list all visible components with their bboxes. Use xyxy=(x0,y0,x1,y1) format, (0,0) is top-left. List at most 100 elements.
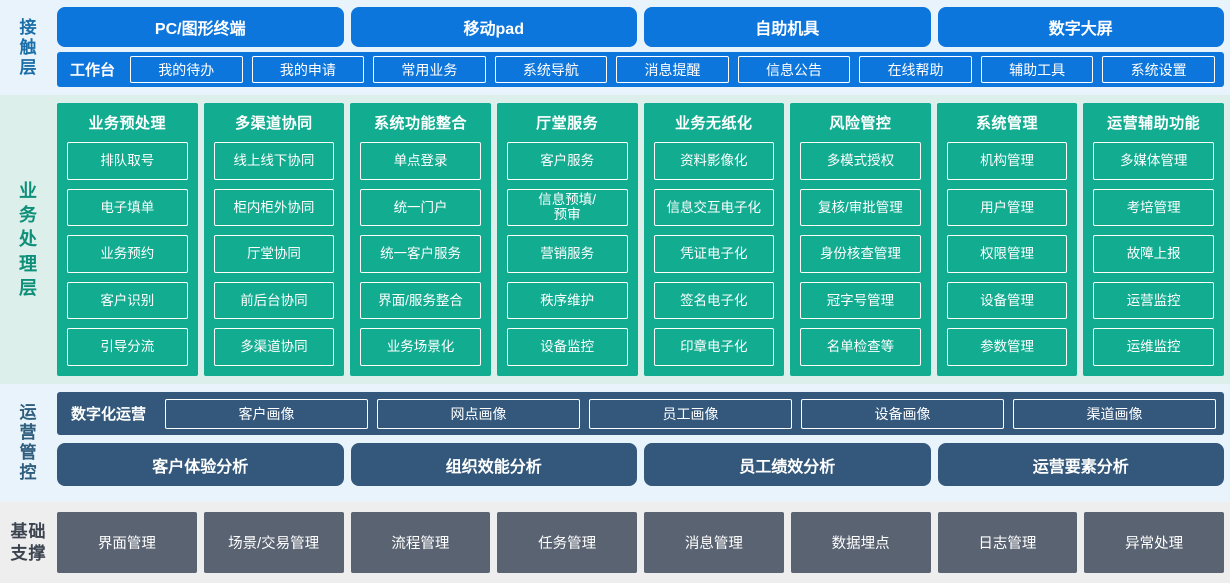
workbench-item-info-announcement[interactable]: 信息公告 xyxy=(737,56,851,83)
workbench-item-message-alert[interactable]: 消息提醒 xyxy=(616,56,729,83)
biz-item-identity-verification-mgmt[interactable]: 身份核查管理 xyxy=(800,235,921,273)
biz-item-training-management[interactable]: 考培管理 xyxy=(1093,188,1214,227)
workbench-item-aux-tools[interactable]: 辅助工具 xyxy=(980,56,1094,83)
biz-item-queue-ticket[interactable]: 排队取号 xyxy=(67,142,188,180)
channel-card-self-service[interactable]: 自助机具 xyxy=(644,7,931,47)
digital-operations-bar: 数字化运营 客户画像 网点画像 员工画像 设备画像 渠道画像 xyxy=(57,392,1224,435)
biz-item-ui-service-integration[interactable]: 界面/服务整合 xyxy=(360,281,481,320)
business-column-paperless: 业务无纸化 资料影像化 信息交互电子化 凭证电子化 签名电子化 印章电子化 xyxy=(643,103,785,376)
layer-business-label-char-0: 业 xyxy=(19,180,38,201)
analysis-organization-efficiency[interactable]: 组织效能分析 xyxy=(350,443,637,486)
analysis-customer-experience[interactable]: 客户体验分析 xyxy=(57,443,344,486)
portrait-branch[interactable]: 网点画像 xyxy=(377,398,581,429)
biz-item-maintenance-monitoring[interactable]: 运维监控 xyxy=(1093,328,1214,366)
biz-item-e-form[interactable]: 电子填单 xyxy=(67,188,188,227)
workbench-item-online-help[interactable]: 在线帮助 xyxy=(859,56,972,83)
portrait-employee[interactable]: 员工画像 xyxy=(589,398,793,429)
layer-contact-label: 接 触 层 xyxy=(0,7,57,89)
business-column-multichannel-collaboration: 多渠道协同 线上线下协同 柜内柜外协同 厅堂协同 前后台协同 多渠道协同 xyxy=(203,103,345,376)
business-column-pre-processing: 业务预处理 排队取号 电子填单 业务预约 客户识别 引导分流 xyxy=(57,103,198,376)
biz-item-operation-monitoring[interactable]: 运营监控 xyxy=(1093,281,1214,320)
base-item-process-management[interactable]: 流程管理 xyxy=(350,512,491,573)
biz-item-device-management[interactable]: 设备管理 xyxy=(946,281,1068,320)
workbench-item-system-navigation[interactable]: 系统导航 xyxy=(494,56,608,83)
channel-card-mobile-pad[interactable]: 移动pad xyxy=(350,7,637,47)
biz-item-review-approval-mgmt[interactable]: 复核/审批管理 xyxy=(800,188,921,227)
business-column-operation-support: 运营辅助功能 多媒体管理 考培管理 故障上报 运营监控 运维监控 xyxy=(1083,103,1224,376)
portrait-channel[interactable]: 渠道画像 xyxy=(1013,398,1217,429)
biz-item-front-back-collab[interactable]: 前后台协同 xyxy=(213,281,335,320)
base-item-scenario-transaction-management[interactable]: 场景/交易管理 xyxy=(203,512,344,573)
workbench-item-my-todo[interactable]: 我的待办 xyxy=(130,56,243,83)
layer-base-support-label-line-0: 基础 xyxy=(10,522,47,542)
biz-item-info-exchange-electronic[interactable]: 信息交互电子化 xyxy=(653,188,775,227)
biz-item-device-monitoring[interactable]: 设备监控 xyxy=(506,328,628,366)
channel-card-digital-screen[interactable]: 数字大屏 xyxy=(937,7,1224,47)
biz-item-marketing-service[interactable]: 营销服务 xyxy=(506,235,628,273)
biz-item-seal-electronic[interactable]: 印章电子化 xyxy=(653,328,775,366)
biz-item-unified-customer-service[interactable]: 统一客户服务 xyxy=(360,235,481,273)
workbench-item-system-settings[interactable]: 系统设置 xyxy=(1102,56,1215,83)
biz-item-online-offline-collab[interactable]: 线上线下协同 xyxy=(213,142,335,180)
biz-item-permission-management[interactable]: 权限管理 xyxy=(946,235,1068,273)
column-items: 多模式授权 复核/审批管理 身份核查管理 冠字号管理 名单检查等 xyxy=(800,142,921,366)
layer-business-label-char-3: 理 xyxy=(19,253,38,274)
portrait-customer[interactable]: 客户画像 xyxy=(165,398,369,429)
layer-base-support-label: 基础 支撑 xyxy=(0,512,57,573)
biz-item-signature-electronic[interactable]: 签名电子化 xyxy=(653,281,775,320)
biz-item-user-management[interactable]: 用户管理 xyxy=(946,188,1068,227)
biz-item-multimedia-management[interactable]: 多媒体管理 xyxy=(1093,142,1214,180)
base-item-message-management[interactable]: 消息管理 xyxy=(644,512,784,573)
column-items: 客户服务 信息预填/预审 营销服务 秩序维护 设备监控 xyxy=(506,142,628,366)
portrait-device[interactable]: 设备画像 xyxy=(801,398,1005,429)
column-items: 机构管理 用户管理 权限管理 设备管理 参数管理 xyxy=(946,142,1068,366)
biz-item-counter-inout-collab[interactable]: 柜内柜外协同 xyxy=(213,188,335,227)
biz-item-list-check[interactable]: 名单检查等 xyxy=(800,328,921,366)
base-item-task-management[interactable]: 任务管理 xyxy=(497,512,637,573)
biz-item-document-imaging[interactable]: 资料影像化 xyxy=(653,142,775,180)
biz-item-serial-number-mgmt[interactable]: 冠字号管理 xyxy=(800,281,921,320)
column-items: 单点登录 统一门户 统一客户服务 界面/服务整合 业务场景化 xyxy=(360,142,481,366)
workbench-item-common-business[interactable]: 常用业务 xyxy=(373,56,486,83)
column-items: 排队取号 电子填单 业务预约 客户识别 引导分流 xyxy=(67,142,188,366)
biz-item-parameter-management[interactable]: 参数管理 xyxy=(946,328,1068,366)
biz-item-customer-identification[interactable]: 客户识别 xyxy=(67,281,188,320)
channel-card-pc[interactable]: PC/图形终端 xyxy=(57,7,344,47)
biz-item-customer-service[interactable]: 客户服务 xyxy=(506,142,628,180)
layer-operations-label-char-2: 管 xyxy=(19,443,38,462)
channel-row: PC/图形终端 移动pad 自助机具 数字大屏 xyxy=(57,7,1224,47)
layer-contact: 接 触 层 PC/图形终端 移动pad 自助机具 数字大屏 工作台 我的待办 我… xyxy=(0,0,1230,95)
biz-item-unified-portal[interactable]: 统一门户 xyxy=(360,188,481,227)
biz-item-guide-diversion[interactable]: 引导分流 xyxy=(67,328,188,366)
column-title: 业务预处理 xyxy=(88,115,167,132)
base-item-exception-handling[interactable]: 异常处理 xyxy=(1084,512,1224,573)
column-items: 多媒体管理 考培管理 故障上报 运营监控 运维监控 xyxy=(1093,142,1214,366)
layer-contact-label-char-2: 层 xyxy=(19,58,38,78)
workbench-item-my-application[interactable]: 我的申请 xyxy=(251,56,365,83)
base-item-log-management[interactable]: 日志管理 xyxy=(937,512,1078,573)
base-item-ui-management[interactable]: 界面管理 xyxy=(57,512,197,573)
layer-base-support-body: 界面管理 场景/交易管理 流程管理 任务管理 消息管理 数据埋点 日志管理 异常… xyxy=(57,512,1224,573)
biz-item-multimode-authorization[interactable]: 多模式授权 xyxy=(800,142,921,180)
column-title: 业务无纸化 xyxy=(675,115,753,132)
column-title: 厅堂服务 xyxy=(536,115,599,132)
biz-item-org-management[interactable]: 机构管理 xyxy=(946,142,1068,180)
biz-item-hall-collab[interactable]: 厅堂协同 xyxy=(213,235,335,273)
column-title: 运营辅助功能 xyxy=(1107,115,1201,132)
analysis-operation-factor[interactable]: 运营要素分析 xyxy=(937,443,1224,486)
biz-item-prefill-prereview[interactable]: 信息预填/预审 xyxy=(506,188,628,227)
biz-item-multichannel-collab[interactable]: 多渠道协同 xyxy=(213,328,335,366)
layer-base-support-label-line-1: 支撑 xyxy=(10,543,47,563)
biz-item-voucher-electronic[interactable]: 凭证电子化 xyxy=(653,235,775,273)
column-title: 风险管控 xyxy=(829,115,892,132)
biz-item-fault-reporting[interactable]: 故障上报 xyxy=(1093,235,1214,273)
workbench-title: 工作台 xyxy=(70,62,116,79)
analysis-employee-performance[interactable]: 员工绩效分析 xyxy=(644,443,931,486)
biz-item-appointment[interactable]: 业务预约 xyxy=(67,235,188,273)
biz-item-order-maintenance[interactable]: 秩序维护 xyxy=(506,281,628,320)
biz-item-business-scenario[interactable]: 业务场景化 xyxy=(360,328,481,366)
biz-item-single-signon[interactable]: 单点登录 xyxy=(360,142,481,180)
digital-operations-title: 数字化运营 xyxy=(71,406,147,423)
base-item-data-tracking[interactable]: 数据埋点 xyxy=(790,512,931,573)
